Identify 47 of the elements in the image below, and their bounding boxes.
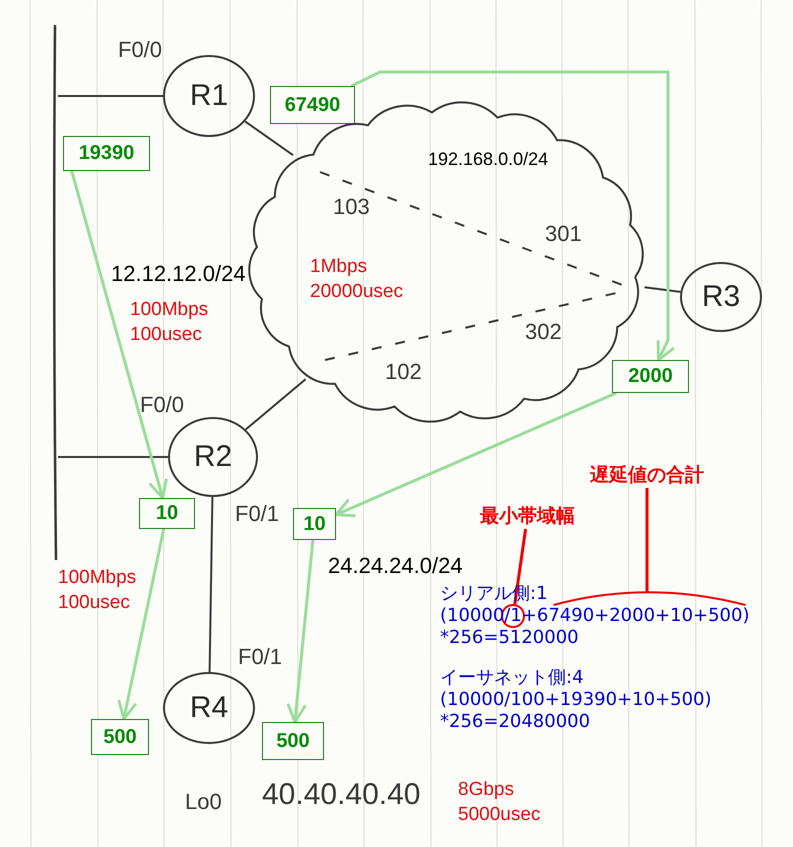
- router-circle: R3: [680, 262, 762, 332]
- leader-line: [646, 488, 648, 592]
- link-metric: 1Mbps 20000usec: [310, 255, 403, 304]
- interface-label: Lo0: [185, 790, 222, 814]
- link-line: [58, 95, 163, 97]
- metric-box: 500: [262, 722, 324, 760]
- dlci-label: 302: [525, 320, 562, 344]
- link-metric: 8Gbps 5000usec: [458, 778, 540, 827]
- metric-box: 67490: [270, 86, 355, 124]
- annotation-text: 遅延値の合計: [590, 462, 704, 488]
- metric-box: 10: [293, 508, 336, 540]
- link-line: [244, 120, 294, 156]
- arrow: [334, 392, 617, 518]
- link-metric: 100Mbps 100usec: [130, 298, 208, 347]
- metric-box: 2000: [612, 360, 689, 393]
- dlci-label: 102: [385, 360, 422, 384]
- arrow: [117, 528, 166, 720]
- formula-text: イーサネット側:4: [440, 668, 584, 689]
- port-label: F0/0: [118, 38, 162, 62]
- formula-text: (10000/100+19390+10+500): [440, 690, 712, 711]
- arrow: [70, 170, 168, 500]
- router-circle: R1: [163, 55, 255, 137]
- link-line: [245, 378, 306, 430]
- port-label: F0/1: [238, 645, 282, 670]
- link-line: [58, 456, 168, 458]
- annotation-text: 最小帯域幅: [480, 503, 575, 529]
- metric-box: 500: [91, 719, 149, 755]
- arrow: [286, 540, 314, 724]
- ethernet-segment: [52, 25, 58, 560]
- router-circle: R2: [168, 417, 258, 497]
- port-label: F0/1: [235, 502, 280, 526]
- network-address: 24.24.24.0/24: [328, 554, 463, 578]
- network-address: 12.12.12.0/24: [111, 262, 246, 286]
- metric-box: 19390: [63, 136, 150, 171]
- dlci-label: 103: [333, 195, 370, 220]
- ip-address: 40.40.40.40: [262, 778, 420, 811]
- port-label: F0/0: [140, 393, 184, 418]
- router-circle: R4: [163, 672, 255, 744]
- link-line: [644, 286, 681, 293]
- network-address: 192.168.0.0/24: [428, 150, 548, 170]
- metric-box: 10: [139, 498, 195, 529]
- formula-text: *256=5120000: [440, 628, 579, 649]
- link-line: [208, 496, 214, 672]
- link-metric: 100Mbps 100usec: [58, 566, 136, 615]
- arrow: [350, 70, 676, 362]
- dlci-label: 301: [545, 222, 582, 246]
- formula-text: *256=20480000: [440, 712, 590, 733]
